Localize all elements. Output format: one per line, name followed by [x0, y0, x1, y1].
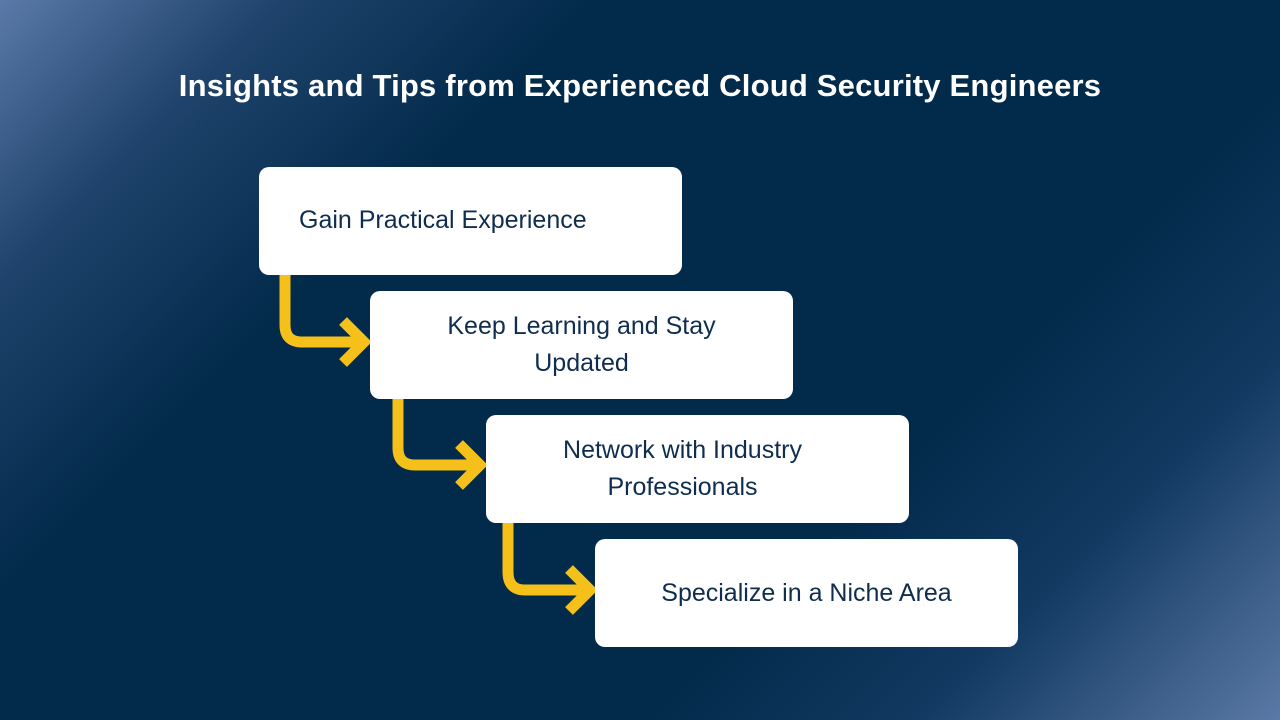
arrow-3-head-icon [565, 565, 598, 615]
step-label: Specialize in a Niche Area [661, 578, 952, 607]
step-box-1: Gain Practical Experience [259, 167, 682, 275]
step-label: Network with Industry Professionals [563, 436, 802, 501]
arrow-3-icon [502, 523, 588, 596]
step-label: Gain Practical Experience [299, 205, 587, 234]
step-box-3: Network with Industry Professionals [486, 415, 909, 523]
arrow-2-head-icon [455, 440, 488, 490]
step-label: Keep Learning and Stay Updated [447, 312, 716, 377]
arrow-2-icon [392, 399, 478, 471]
step-box-2: Keep Learning and Stay Updated [370, 291, 793, 399]
arrow-1-head-icon [339, 317, 372, 367]
arrow-1-icon [279, 275, 362, 348]
page-title: Insights and Tips from Experienced Cloud… [178, 68, 1102, 103]
step-box-4: Specialize in a Niche Area [595, 539, 1018, 647]
